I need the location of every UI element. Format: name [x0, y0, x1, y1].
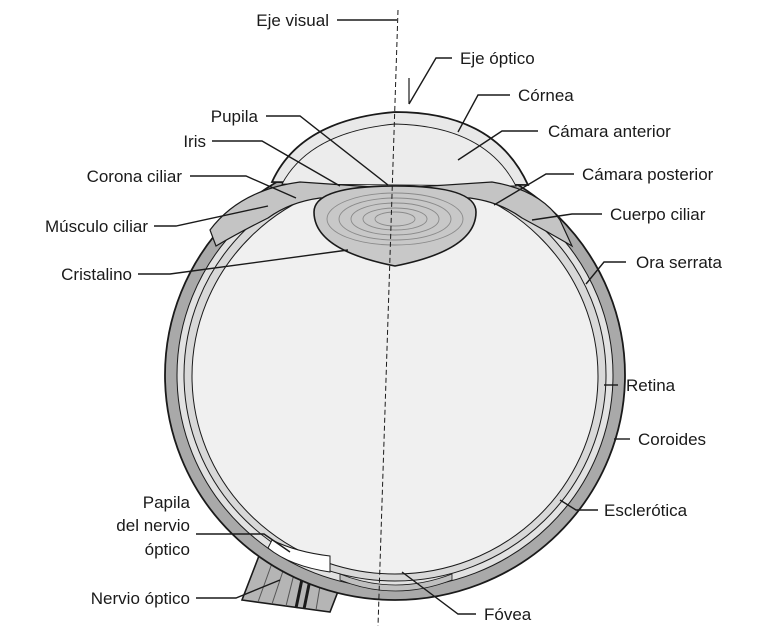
- label-cuerpo-ciliar: Cuerpo ciliar: [610, 205, 706, 224]
- label-nervio-optico: Nervio óptico: [91, 589, 190, 608]
- label-fovea: Fóvea: [484, 605, 532, 624]
- label-coroides: Coroides: [638, 430, 706, 449]
- label-retina: Retina: [626, 376, 676, 395]
- label-pupila: Pupila: [211, 107, 259, 126]
- label-iris: Iris: [183, 132, 206, 151]
- label-papila-line3: óptico: [145, 540, 190, 559]
- label-cornea: Córnea: [518, 86, 574, 105]
- label-esclerotica: Esclerótica: [604, 501, 688, 520]
- label-papila-line1: Papila: [143, 493, 191, 512]
- label-cristalino: Cristalino: [61, 265, 132, 284]
- label-camara-anterior: Cámara anterior: [548, 122, 671, 141]
- label-eje-visual: Eje visual: [256, 11, 329, 30]
- label-papila-line2: del nervio: [116, 516, 190, 535]
- label-eje-optico: Eje óptico: [460, 49, 535, 68]
- label-corona-ciliar: Corona ciliar: [87, 167, 183, 186]
- label-musculo-ciliar: Músculo ciliar: [45, 217, 148, 236]
- label-camara-posterior: Cámara posterior: [582, 165, 714, 184]
- label-ora-serrata: Ora serrata: [636, 253, 723, 272]
